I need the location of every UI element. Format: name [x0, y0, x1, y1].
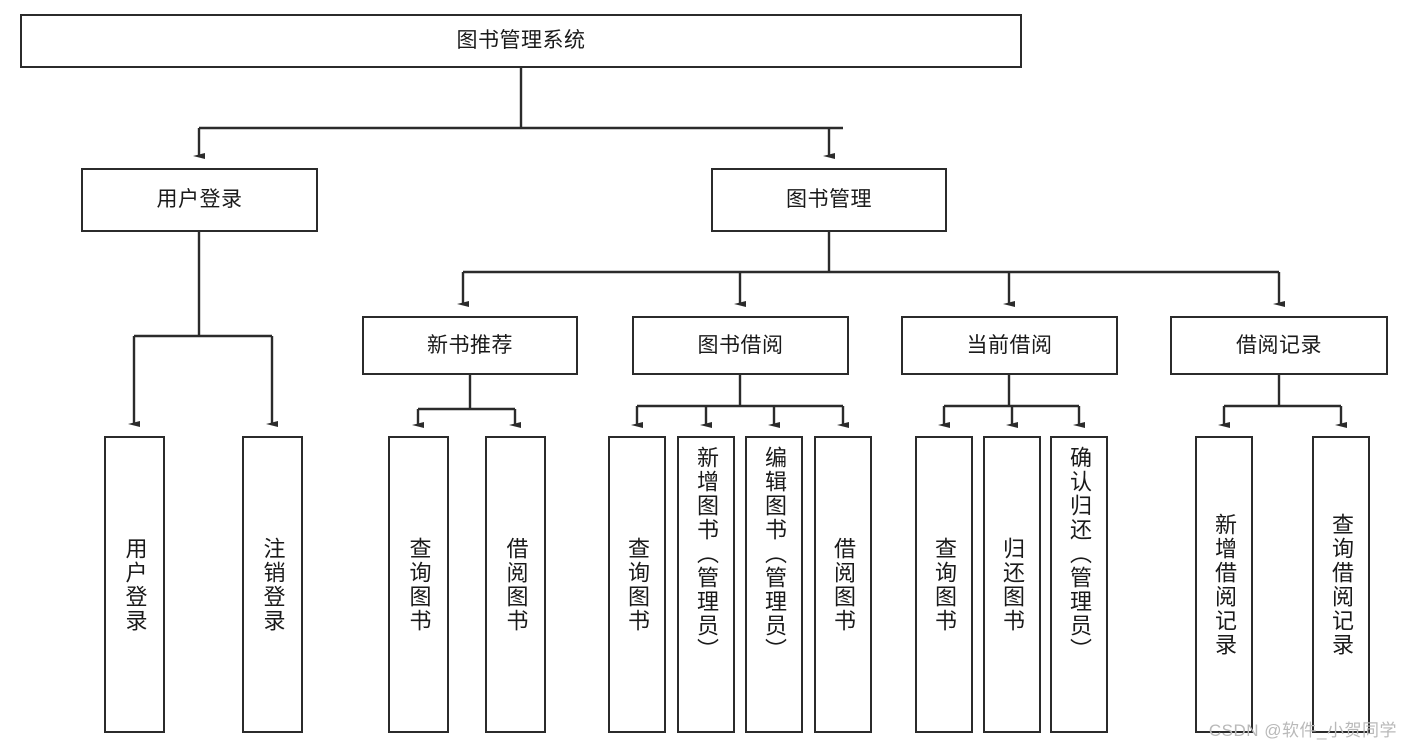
- node-leaf-user-login-label: 用户登录: [122, 536, 148, 633]
- node-leaf-borrow-book-2[interactable]: 借阅图书: [814, 436, 872, 733]
- node-root-label: 图书管理系统: [456, 29, 586, 53]
- node-leaf-edit-book-admin-label: 编辑图书（管理员）: [762, 446, 787, 662]
- node-new-book-rec-label: 新书推荐: [427, 333, 513, 357]
- node-leaf-query-book-1-label: 查询图书: [406, 536, 432, 633]
- node-borrow-record[interactable]: 借阅记录: [1170, 316, 1388, 375]
- node-leaf-borrow-book-1[interactable]: 借阅图书: [485, 436, 546, 733]
- node-leaf-add-book-admin[interactable]: 新增图书（管理员）: [677, 436, 735, 733]
- node-leaf-query-book-2[interactable]: 查询图书: [608, 436, 666, 733]
- node-new-book-rec[interactable]: 新书推荐: [362, 316, 578, 375]
- node-user-login-label: 用户登录: [156, 188, 243, 212]
- node-leaf-add-book-admin-label: 新增图书（管理员）: [694, 446, 719, 662]
- node-leaf-add-borrow-record[interactable]: 新增借阅记录: [1195, 436, 1253, 733]
- node-leaf-borrow-book-1-label: 借阅图书: [503, 536, 529, 633]
- node-leaf-query-book-3[interactable]: 查询图书: [915, 436, 973, 733]
- node-leaf-query-book-1[interactable]: 查询图书: [388, 436, 449, 733]
- node-leaf-query-book-2-label: 查询图书: [625, 536, 650, 633]
- node-leaf-return-book[interactable]: 归还图书: [983, 436, 1041, 733]
- node-user-login[interactable]: 用户登录: [81, 168, 318, 232]
- node-leaf-add-borrow-record-label: 新增借阅记录: [1212, 512, 1237, 657]
- node-leaf-user-login[interactable]: 用户登录: [104, 436, 165, 733]
- node-current-borrow[interactable]: 当前借阅: [901, 316, 1118, 375]
- node-leaf-query-book-3-label: 查询图书: [932, 536, 957, 633]
- node-leaf-edit-book-admin[interactable]: 编辑图书（管理员）: [745, 436, 803, 733]
- node-borrow-record-label: 借阅记录: [1236, 333, 1322, 357]
- node-leaf-borrow-book-2-label: 借阅图书: [831, 536, 856, 633]
- node-book-borrow[interactable]: 图书借阅: [632, 316, 849, 375]
- node-current-borrow-label: 当前借阅: [966, 333, 1053, 357]
- node-leaf-logout[interactable]: 注销登录: [242, 436, 303, 733]
- node-book-manage[interactable]: 图书管理: [711, 168, 947, 232]
- node-leaf-logout-label: 注销登录: [260, 536, 286, 633]
- node-leaf-query-borrow-record[interactable]: 查询借阅记录: [1312, 436, 1370, 733]
- node-leaf-query-borrow-record-label: 查询借阅记录: [1329, 512, 1354, 657]
- node-leaf-return-book-label: 归还图书: [1000, 536, 1025, 633]
- node-book-borrow-label: 图书借阅: [697, 333, 784, 357]
- node-leaf-confirm-return-admin-label: 确认归还（管理员）: [1067, 446, 1092, 662]
- node-leaf-confirm-return-admin[interactable]: 确认归还（管理员）: [1050, 436, 1108, 733]
- node-root[interactable]: 图书管理系统: [20, 14, 1022, 68]
- node-book-manage-label: 图书管理: [786, 188, 872, 212]
